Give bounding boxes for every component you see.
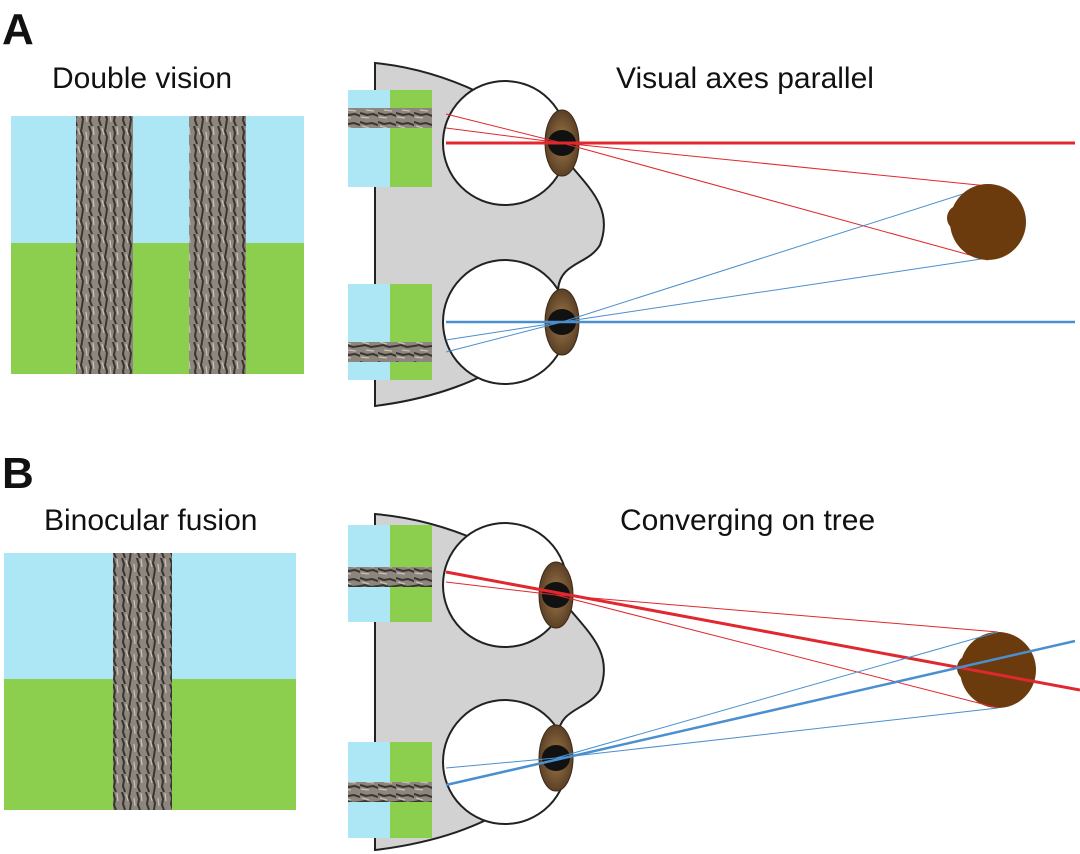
panel-b: B Binocular fusion Converging on tree	[2, 449, 1080, 852]
tree-object-a	[947, 184, 1026, 260]
tree-object-b	[957, 632, 1036, 708]
double-vision-title: Double vision	[52, 62, 232, 95]
converging-on-tree-title: Converging on tree	[620, 504, 875, 537]
grass	[11, 243, 304, 374]
tree-trunk-left	[76, 116, 133, 374]
double-vision-scene	[11, 116, 304, 374]
binocular-fusion-scene	[4, 553, 296, 810]
tree-trunk-right	[189, 116, 246, 374]
panel-letter-b: B	[2, 449, 34, 498]
panel-letter-a: A	[2, 5, 34, 54]
retinal-image-upper	[348, 525, 432, 622]
visual-axes-parallel-title: Visual axes parallel	[616, 62, 874, 95]
retinal-image-upper	[348, 90, 432, 187]
eye-upper	[442, 522, 574, 648]
rays-lower-eye	[445, 185, 1075, 353]
rays-upper-eye	[445, 570, 1080, 709]
rays-lower-eye	[445, 631, 1076, 787]
binocular-fusion-title: Binocular fusion	[44, 504, 257, 537]
tree-trunk	[113, 553, 172, 810]
panel-a: A Double vision Visual axes parallel	[2, 5, 1075, 408]
retinal-image-lower	[348, 284, 432, 380]
rays-upper-eye	[445, 113, 1075, 261]
retinal-image-lower	[348, 742, 432, 838]
eye-lower	[442, 699, 574, 825]
sky	[11, 116, 304, 243]
